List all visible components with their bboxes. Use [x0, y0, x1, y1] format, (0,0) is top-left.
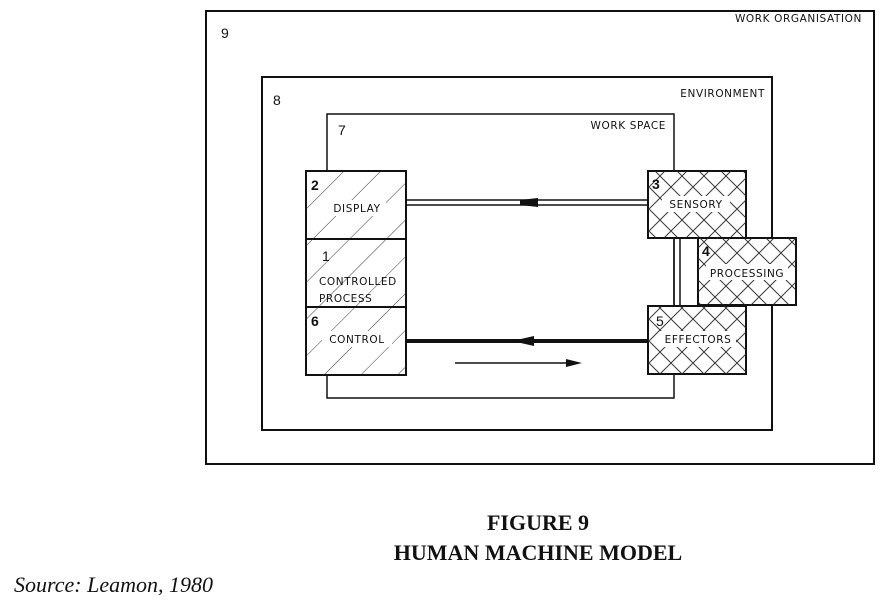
sensory-box: 3 SENSORY — [647, 170, 747, 239]
effectors-number: 5 — [656, 313, 664, 329]
controlled-process-number: 1 — [322, 248, 330, 264]
figure-subtitle: HUMAN MACHINE MODEL — [393, 540, 683, 565]
work-space-label: WORK SPACE — [591, 120, 666, 132]
sensory-number: 3 — [652, 176, 660, 192]
flow-direction-arrow — [455, 359, 582, 367]
effectors-box: 5 EFFECTORS — [647, 305, 747, 375]
control-number: 6 — [311, 313, 319, 329]
environment-number: 8 — [273, 92, 281, 108]
control-box: 6 CONTROL — [305, 306, 407, 376]
work-space-number: 7 — [338, 122, 346, 138]
sensory-effectors-link — [673, 238, 681, 306]
figure-title: FIGURE 9 — [486, 510, 590, 535]
controlled-process-label-line1: CONTROLLED — [319, 276, 397, 288]
controlled-process-box: 1 CONTROLLED PROCESS — [305, 238, 407, 308]
display-number: 2 — [311, 177, 319, 193]
sensory-label: SENSORY — [669, 199, 722, 211]
processing-box: 4 PROCESSING — [697, 237, 797, 306]
controlled-process-label-line2: PROCESS — [319, 293, 372, 305]
display-box: 2 DISPLAY — [305, 170, 407, 240]
processing-label: PROCESSING — [710, 268, 784, 280]
processing-number: 4 — [702, 243, 710, 259]
work-organisation-label: WORK ORGANISATION — [735, 13, 862, 25]
human-machine-model-diagram: 9 WORK ORGANISATION 8 ENVIRONMENT 7 WORK… — [205, 10, 875, 465]
source-citation: Source: Leamon, 1980 — [14, 572, 213, 597]
display-label: DISPLAY — [333, 203, 380, 215]
control-label: CONTROL — [329, 334, 384, 346]
environment-label: ENVIRONMENT — [680, 88, 765, 100]
display-to-sensory-arrow — [406, 198, 648, 207]
effectors-to-control-arrow — [406, 336, 648, 346]
work-organisation-number: 9 — [221, 25, 229, 41]
work-organisation-frame: 9 WORK ORGANISATION — [205, 10, 875, 465]
effectors-label: EFFECTORS — [665, 334, 732, 346]
